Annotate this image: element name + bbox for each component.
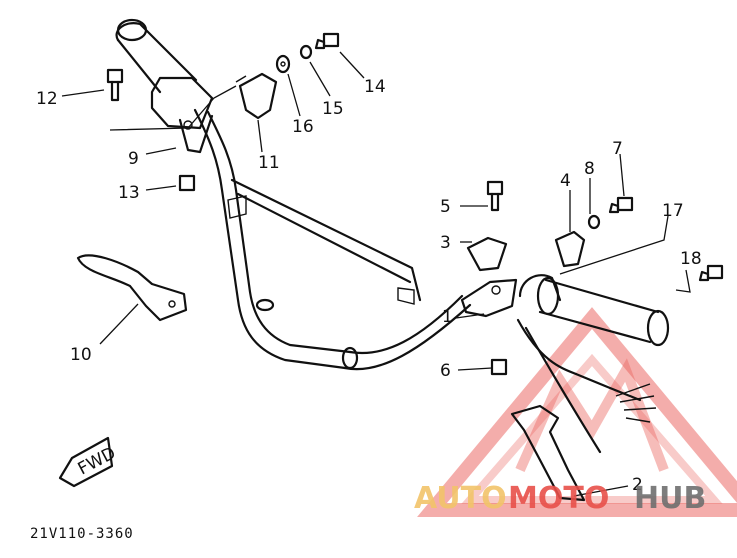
label-3: 3 [440, 233, 451, 253]
label-12: 12 [36, 89, 58, 109]
label-11: 11 [258, 153, 280, 173]
watermark-text: AUTO MOTO HUB [414, 481, 706, 516]
label-1: 1 [442, 307, 453, 327]
clamp-11 [235, 72, 278, 120]
bolt-12 [106, 68, 124, 102]
clamp-4 [554, 230, 586, 268]
washer-8 [587, 214, 601, 230]
bolt-14 [314, 32, 340, 50]
label-2: 2 [632, 475, 643, 495]
label-9: 9 [128, 149, 139, 169]
throttle-grip-17 [518, 274, 670, 347]
lever-2 [510, 404, 586, 502]
label-15: 15 [322, 99, 344, 119]
washer-15 [299, 44, 313, 60]
nut-13 [178, 174, 196, 192]
watermark-text-right: HUB [634, 481, 706, 516]
bolt-5 [486, 180, 504, 212]
label-7: 7 [612, 139, 623, 159]
cable-and-wires [516, 318, 657, 454]
label-4: 4 [560, 171, 571, 191]
screw-18 [698, 264, 724, 282]
label-13: 13 [118, 183, 140, 203]
part-labels: 1 2 3 4 5 6 7 8 9 10 11 12 13 14 15 16 1… [36, 77, 702, 495]
watermark-text-left: AUTO [414, 481, 507, 516]
label-14: 14 [364, 77, 386, 97]
nut-6 [490, 358, 508, 376]
lever-10 [76, 254, 188, 322]
bolt-7 [608, 196, 634, 214]
label-18: 18 [680, 249, 702, 269]
label-5: 5 [440, 197, 451, 217]
holder-1 [460, 278, 518, 318]
label-16: 16 [292, 117, 314, 137]
washer-16 [275, 54, 291, 74]
leader-lines [61, 51, 691, 497]
watermark-text-mid: MOTO [508, 481, 609, 516]
figure-code: 21V110-3360 [30, 526, 134, 542]
left-grip-switch [115, 18, 214, 154]
handlebar [193, 108, 472, 371]
label-6: 6 [440, 361, 451, 381]
label-8: 8 [584, 159, 595, 179]
fwd-arrow: FWD [58, 436, 119, 488]
label-17: 17 [662, 201, 684, 221]
clamp-3 [466, 236, 508, 272]
label-10: 10 [70, 345, 92, 365]
